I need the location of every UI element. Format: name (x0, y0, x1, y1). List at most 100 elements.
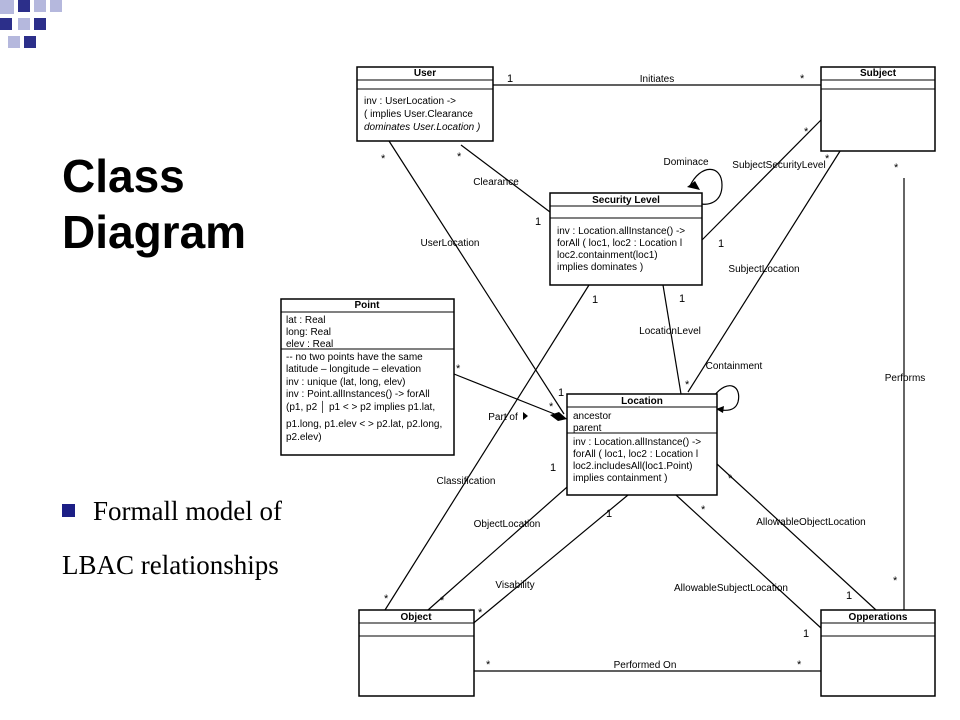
class-name: Point (355, 300, 381, 311)
multiplicity-label: * (456, 363, 461, 375)
class-security-level: Security Level inv : Location.allInstanc… (549, 192, 703, 286)
class-box (820, 609, 936, 697)
multiplicity-label: 1 (558, 387, 564, 399)
association-lines (384, 84, 905, 672)
constraint-line: dominates User.Location ) (364, 122, 480, 133)
containment-loop (713, 385, 740, 411)
association-label: Visability (495, 580, 534, 591)
association-label: Part of (488, 412, 518, 423)
association-label: Classification (437, 476, 496, 487)
multiplicity-label: * (486, 659, 491, 671)
multiplicity-label: * (804, 126, 809, 138)
bullet-line: LBAC relationships (62, 550, 279, 580)
class-box (280, 298, 455, 456)
deco-square (0, 18, 12, 30)
multiplicity-label: * (797, 659, 802, 671)
association-label: AllowableSubjectLocation (674, 583, 788, 594)
constraint-line: inv : Location.allInstance() -> (573, 437, 701, 448)
multiplicity-label: * (800, 73, 805, 85)
allowable-object-location-line (716, 463, 877, 611)
user-location-line (388, 140, 565, 415)
constraint-line: p1.long, p1.elev < > p2.lat, p2.long, (286, 419, 442, 430)
association-label: UserLocation (421, 238, 480, 249)
slide-decoration (0, 0, 62, 48)
multiplicity-label: 1 (606, 508, 612, 520)
association-label: Performed On (614, 660, 677, 671)
attribute-line: lat : Real (286, 315, 325, 326)
constraint-line: latitude – longitude – elevation (286, 364, 421, 375)
bullet-text: Formall model of LBAC relationships (62, 484, 282, 592)
multiplicity-label: * (381, 153, 386, 165)
multiplicity-label: 1 (535, 216, 541, 228)
constraint-line: implies containment ) (573, 473, 667, 484)
constraint-line: forAll ( loc1, loc2 : Location l (557, 238, 682, 249)
multiplicity-label: 1 (803, 628, 809, 640)
class-name: User (414, 68, 436, 79)
multiplicity-label: 1 (846, 590, 852, 602)
multiplicity-label: * (894, 162, 899, 174)
multiplicity-label: * (825, 153, 830, 165)
multiplicity-label: * (685, 379, 690, 391)
constraint-line: inv : UserLocation -> (364, 96, 456, 107)
constraint-line: loc2.containment(loc1) (557, 250, 658, 261)
constraint-line: implies dominates ) (557, 262, 643, 273)
classification-line (384, 284, 590, 611)
multiplicity-label: * (384, 593, 389, 605)
multiplicity-label: 1 (718, 238, 724, 250)
class-box (358, 609, 475, 697)
association-label: SubjectSecurityLevel (732, 160, 825, 171)
class-box (566, 393, 718, 496)
visability-line (469, 494, 629, 627)
multiplicity-label: * (893, 575, 898, 587)
class-box (820, 66, 936, 152)
square-bullet-icon (62, 504, 75, 517)
class-object: Object (358, 609, 475, 697)
deco-square (50, 0, 62, 12)
association-label: ObjectLocation (474, 519, 541, 530)
association-label: Dominace (663, 157, 708, 168)
multiplicity-label: * (440, 595, 445, 607)
multiplicity-label: 1 (507, 73, 513, 85)
association-label: Containment (706, 361, 763, 372)
deco-square (18, 0, 30, 12)
class-operations: Opperations (820, 609, 936, 697)
part-of-line (453, 373, 568, 420)
deco-square (34, 0, 46, 12)
multiplicity-label: 1 (679, 293, 685, 305)
arrow-head-icon (687, 181, 700, 190)
class-box (549, 192, 703, 286)
association-labels: Initiates Clearance Dominace SubjectSecu… (421, 74, 926, 671)
constraint-line: inv : Point.allInstances() -> forAll (286, 389, 430, 400)
constraint-line: -- no two points have the same (286, 352, 423, 363)
diamond-icon (550, 412, 567, 421)
title-line: Class (62, 150, 185, 202)
constraint-line: p2.elev) (286, 432, 322, 443)
association-label: LocationLevel (639, 326, 701, 337)
class-name: Subject (860, 68, 897, 79)
multiplicity-label: * (701, 504, 706, 516)
class-name: Opperations (849, 612, 908, 623)
deco-square (18, 18, 30, 30)
constraint-line: forAll ( loc1, loc2 : Location l (573, 449, 698, 460)
association-label: Clearance (473, 177, 519, 188)
multiplicity-label: * (457, 151, 462, 163)
deco-square (34, 18, 46, 30)
class-name: Security Level (592, 195, 660, 206)
multiplicity-label: * (549, 401, 554, 413)
deco-square (8, 36, 20, 48)
class-box (356, 66, 494, 142)
triangle-right-icon (523, 412, 528, 420)
title-line: Diagram (62, 206, 247, 258)
constraint-line: loc2.includesAll(loc1.Point) (573, 461, 693, 472)
multiplicity-label: * (478, 607, 483, 619)
class-name: Object (400, 612, 432, 623)
clearance-line (460, 144, 551, 213)
subject-security-level-line (701, 119, 822, 241)
object-location-line (427, 464, 593, 611)
arrow-head-icon (716, 406, 724, 413)
bullet-line-text: Formall model of (93, 496, 282, 526)
multiplicities: 1 * * * * * * 1 1 1 1 * 1 * * 1 * 1 * * … (381, 73, 899, 671)
attribute-line: elev : Real (286, 339, 333, 350)
dominace-loop (689, 168, 723, 205)
constraint-line: inv : Location.allInstance() -> (557, 226, 685, 237)
